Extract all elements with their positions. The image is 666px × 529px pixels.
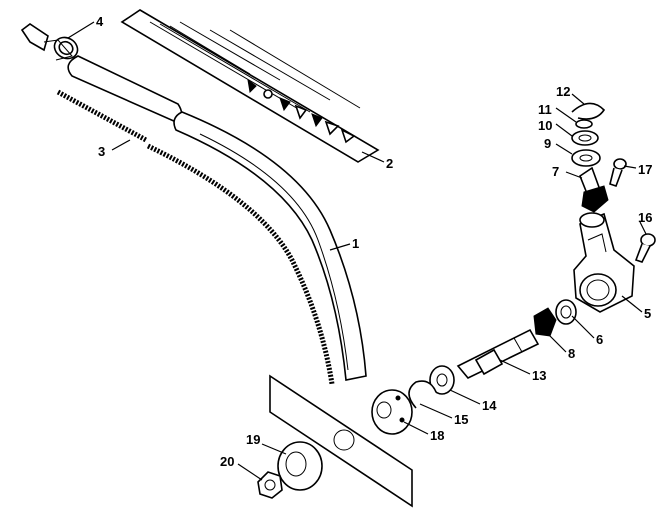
part-16-screw bbox=[634, 233, 656, 263]
callout-4: 4 bbox=[96, 14, 104, 29]
callout-13: 13 bbox=[532, 368, 546, 383]
callout-labels: 4 1 2 3 5 6 7 8 9 10 11 12 13 14 15 16 1… bbox=[96, 14, 652, 469]
part-10-bearing bbox=[571, 130, 599, 146]
callout-14: 14 bbox=[482, 398, 497, 413]
part-1-drive-tube bbox=[67, 55, 367, 381]
part-12-circlip bbox=[571, 102, 606, 120]
callout-15: 15 bbox=[454, 412, 468, 427]
part-5-gear-housing bbox=[573, 212, 635, 313]
label-warning-icons bbox=[247, 78, 356, 144]
part-14-bearing bbox=[429, 365, 455, 395]
part-7-bevel-pinion bbox=[579, 166, 609, 213]
part-11-washer bbox=[575, 119, 593, 129]
part-8-bevel-gear bbox=[533, 307, 557, 337]
callout-5: 5 bbox=[644, 306, 651, 321]
callout-19: 19 bbox=[246, 432, 260, 447]
callout-6: 6 bbox=[596, 332, 603, 347]
part-3-flex-shaft bbox=[56, 89, 335, 385]
callout-7: 7 bbox=[552, 164, 559, 179]
part-6-bearing bbox=[555, 299, 577, 325]
part-19-collar bbox=[277, 441, 323, 491]
callout-16: 16 bbox=[638, 210, 652, 225]
part-17-screw bbox=[609, 158, 627, 188]
callout-2: 2 bbox=[386, 156, 393, 171]
cutting-blade bbox=[269, 374, 413, 508]
part-9-bearing bbox=[571, 149, 601, 167]
callout-9: 9 bbox=[544, 136, 551, 151]
callout-12: 12 bbox=[556, 84, 570, 99]
callout-11: 11 bbox=[538, 102, 552, 117]
part-4-end-cap bbox=[20, 23, 79, 61]
part-18-thrust-plate bbox=[371, 389, 413, 435]
part-15-circlip bbox=[408, 380, 437, 409]
callout-18: 18 bbox=[430, 428, 444, 443]
callout-10: 10 bbox=[538, 118, 552, 133]
callout-20: 20 bbox=[220, 454, 234, 469]
part-2-label-sticker bbox=[120, 9, 380, 163]
part-13-spindle bbox=[456, 328, 540, 379]
leader-lines bbox=[67, 21, 647, 481]
callout-1: 1 bbox=[352, 236, 359, 251]
callout-8: 8 bbox=[568, 346, 575, 361]
callout-17: 17 bbox=[638, 162, 652, 177]
callout-3: 3 bbox=[98, 144, 105, 159]
part-20-nut bbox=[257, 471, 283, 499]
